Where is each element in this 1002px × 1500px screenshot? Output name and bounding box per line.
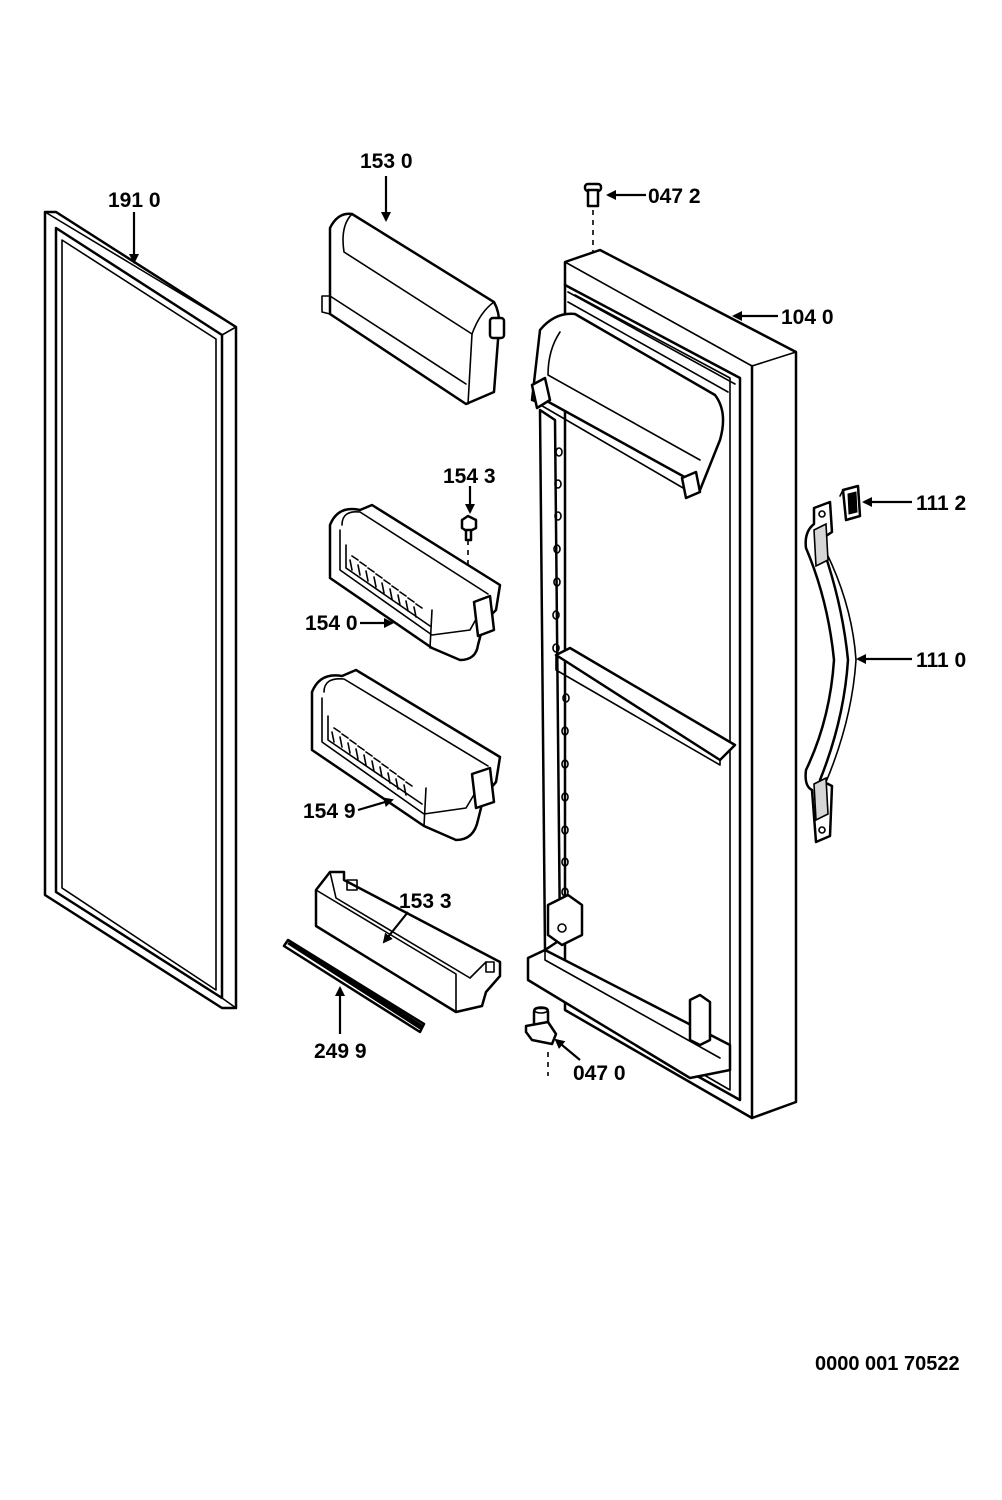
door-bin-lower-callout: 154 9 [303,797,394,823]
label-upper-cover: 153 0 [360,150,413,173]
shelf-trim-callout: 249 9 [314,986,367,1063]
bottom-hinge [524,1006,558,1076]
handle-clip [839,484,862,522]
door-bin-upper [328,503,502,662]
label-door-bin-lower: 154 9 [303,800,356,823]
refrigerator-door [526,248,798,1120]
gasket-callout: 191 0 [108,189,161,264]
bin-ribs-lower [331,727,413,796]
door-bin-upper-callout: 154 0 [305,612,394,635]
door-gasket [43,210,238,1010]
screw-callout: 154 3 [443,465,496,514]
label-door-bin-upper: 154 0 [305,612,358,635]
door-bin-lower [310,668,502,842]
label-screw: 154 3 [443,465,496,488]
label-bottom-shelf: 153 3 [399,890,452,913]
label-top-hinge-pin: 047 2 [648,185,701,208]
bottom-hinge-callout: 047 0 [554,1038,626,1085]
shelf-trim-strip [282,938,426,1034]
drawing-reference-number: 0000 001 70522 [815,1353,960,1375]
label-handle-clip: 111 2 [916,492,966,515]
label-gasket: 191 0 [108,189,161,212]
label-bottom-hinge: 047 0 [573,1062,626,1085]
bottom-shelf-callout: 153 3 [382,890,452,944]
bottom-door-shelf [314,870,502,1014]
liner-holes [552,447,570,897]
handle-callout: 111 0 [856,649,966,672]
label-door: 104 0 [781,306,834,329]
top-hinge-pin-callout: 047 2 [606,185,701,208]
label-handle: 111 0 [916,649,966,672]
bin-ribs-upper [349,555,423,618]
upper-cover-callout: 153 0 [360,150,413,222]
label-shelf-trim: 249 9 [314,1040,367,1063]
upper-door-cover [321,212,506,406]
door-callout: 104 0 [732,306,834,329]
door-handle [804,500,857,844]
handle-clip-callout: 111 2 [862,492,966,515]
